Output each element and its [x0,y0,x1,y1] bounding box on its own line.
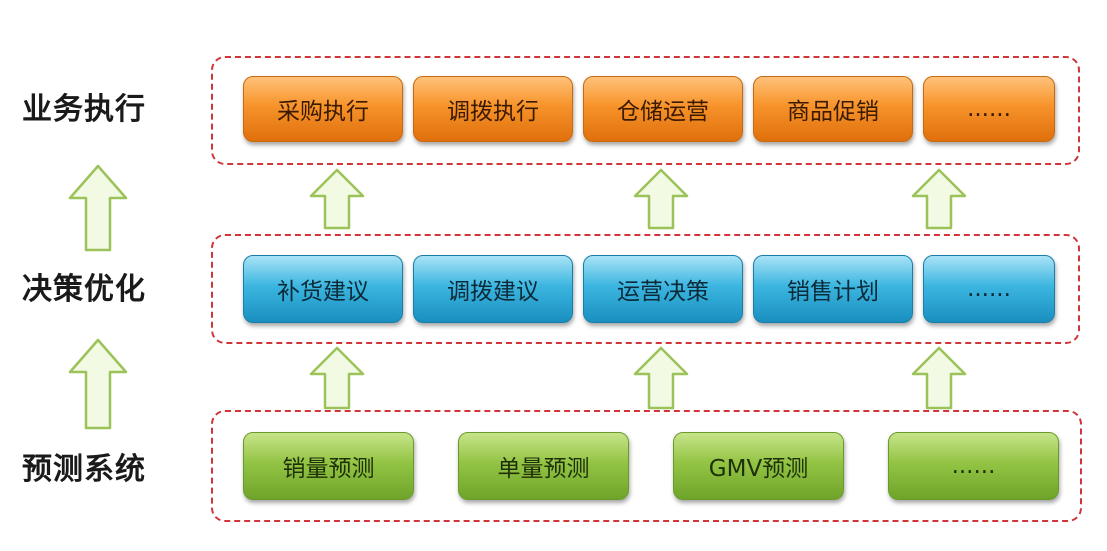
forecast-item-gmv: GMV预测 [673,432,844,500]
execution-item-warehouse: 仓储运营 [583,76,743,142]
decision-item-operation: 运营决策 [583,255,743,323]
forecast-layer-frame [211,410,1082,522]
arrow-up-icon-a2 [633,168,689,230]
forecast-item-more: ...... [888,432,1059,500]
arrow-up-icon-a1 [309,168,365,230]
left-arrow-up-icon-1 [68,164,128,252]
execution-item-promotion: 商品促销 [753,76,913,142]
arrow-up-icon-b2 [633,346,689,410]
layer-label-decision: 决策优化 [22,272,146,307]
decision-item-sales-plan: 销售计划 [753,255,913,323]
arrow-up-icon-b3 [911,346,967,410]
decision-item-replenish: 补货建议 [243,255,403,323]
execution-item-transfer: 调拨执行 [413,76,573,142]
layer-label-execution: 业务执行 [22,92,146,127]
layer-label-forecast: 预测系统 [22,452,146,487]
execution-layer-frame [211,56,1080,165]
decision-layer-frame [211,234,1080,344]
decision-item-more: ...... [923,255,1055,323]
arrow-up-icon-b1 [309,346,365,410]
execution-item-more: ...... [923,76,1055,142]
left-arrow-up-icon-2 [68,338,128,430]
execution-item-procurement: 采购执行 [243,76,403,142]
arrow-up-icon-a3 [911,168,967,230]
forecast-item-order-volume: 单量预测 [458,432,629,500]
decision-item-transfer: 调拨建议 [413,255,573,323]
forecast-item-sales-volume: 销量预测 [243,432,414,500]
